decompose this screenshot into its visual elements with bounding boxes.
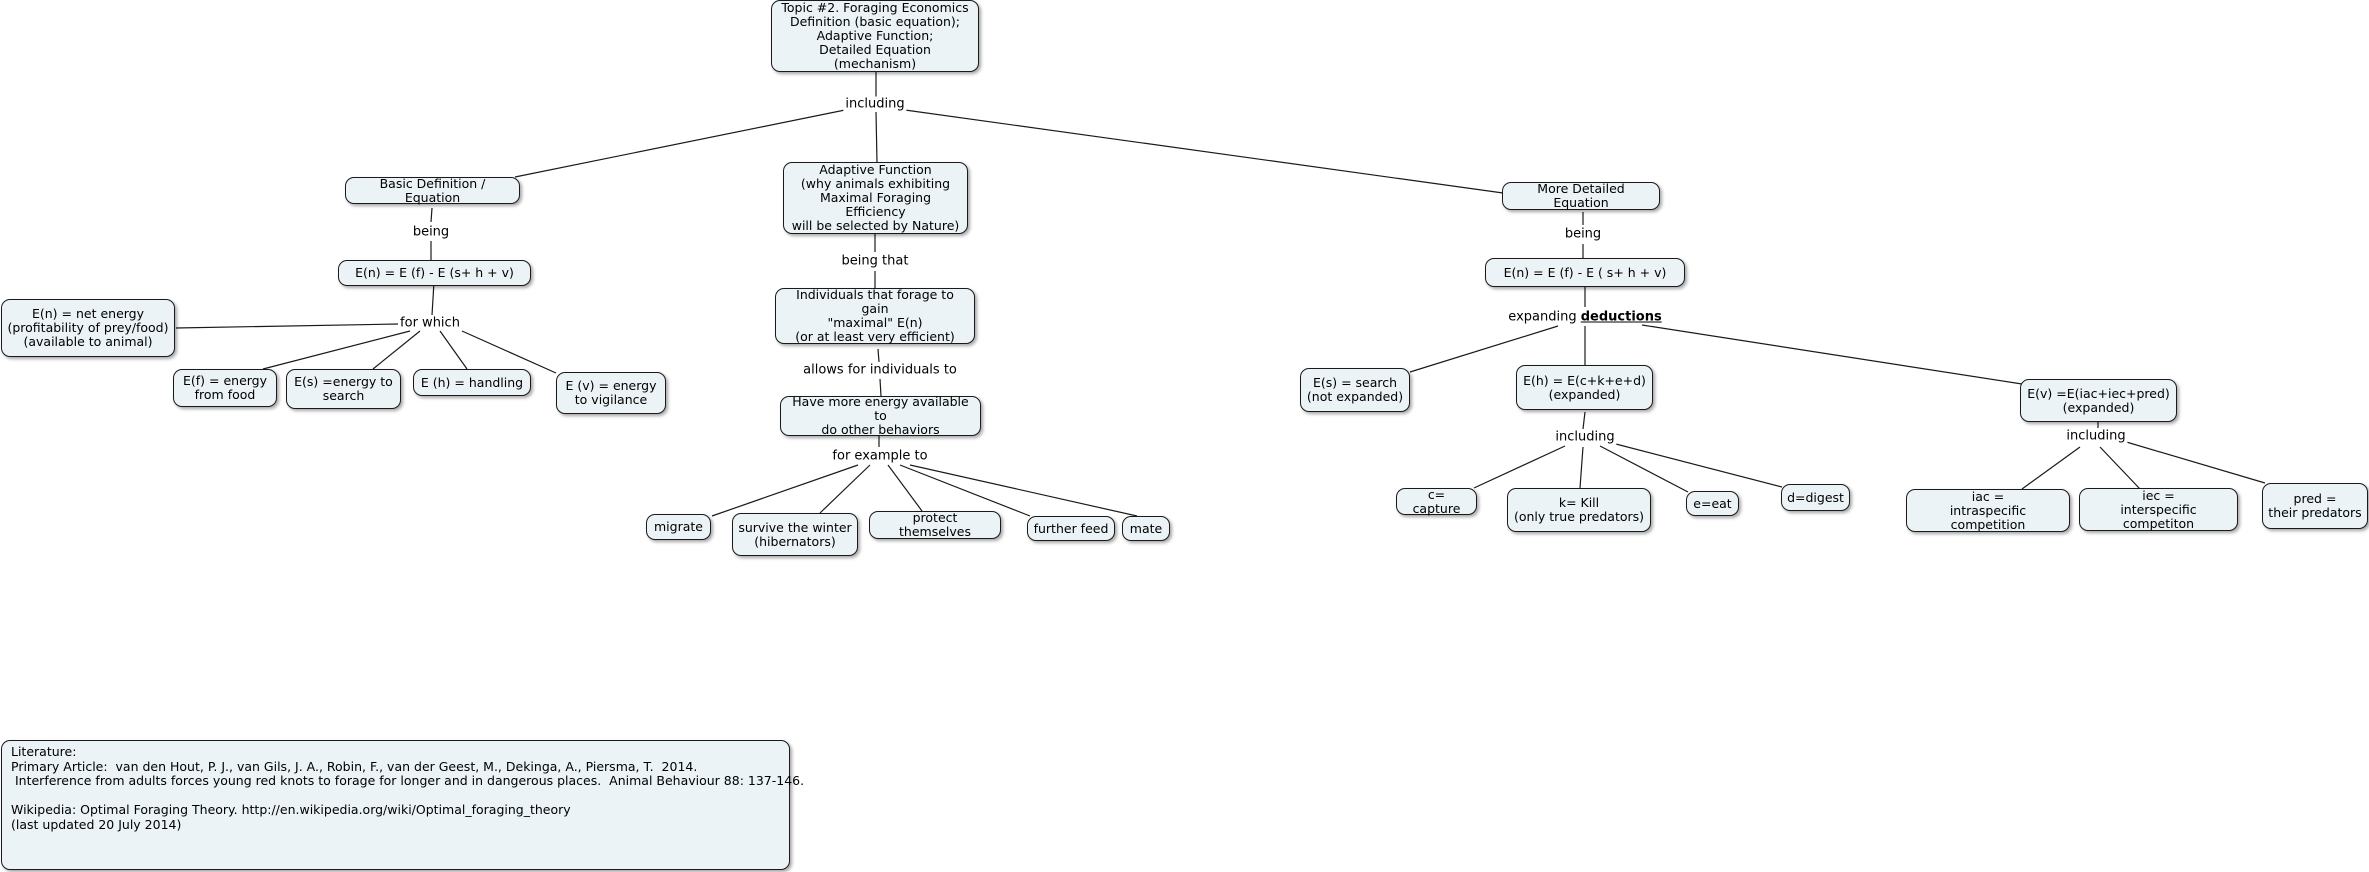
vigilance-node[interactable]: E (v) = energy to vigilance <box>556 372 666 414</box>
edge <box>1641 324 2023 385</box>
literature-heading: Literature: <box>11 744 77 759</box>
individuals-forage-node[interactable]: Individuals that forage to gain "maximal… <box>775 288 975 344</box>
survive-winter-node[interactable]: survive the winter (hibernators) <box>732 513 858 556</box>
edge <box>1582 411 1586 430</box>
edge <box>439 330 468 370</box>
energy-food-node[interactable]: E(f) = energy from food <box>173 369 277 407</box>
protect-themselves-node[interactable]: protect themselves <box>869 511 1001 539</box>
more-energy-node[interactable]: Have more energy available to do other b… <box>780 395 981 437</box>
edge <box>1473 445 1566 489</box>
link-being-detailed: being <box>1562 226 1604 242</box>
edge <box>1611 442 1783 488</box>
more-detailed-node[interactable]: More Detailed Equation <box>1502 182 1660 210</box>
edge <box>2021 446 2081 490</box>
edge <box>904 109 1504 194</box>
edge <box>430 207 433 223</box>
iac-node[interactable]: iac = intraspecific competition <box>1906 489 2070 532</box>
edge <box>879 378 882 397</box>
link-including-ev: including <box>2064 428 2128 444</box>
adaptive-function-node[interactable]: Adaptive Function (why animals exhibitin… <box>783 162 968 234</box>
edge <box>819 464 871 514</box>
digest-node[interactable]: d=digest <box>1781 484 1850 511</box>
basic-definition-node[interactable]: Basic Definition / Equation <box>345 176 520 204</box>
edge <box>372 330 421 370</box>
edge <box>514 109 846 178</box>
edge <box>1579 446 1584 489</box>
mate-node[interactable]: mate <box>1122 516 1170 541</box>
literature-box[interactable]: Literature: Primary Article: van den Hou… <box>1 740 805 870</box>
link-allows-for: allows for individuals to <box>801 362 959 378</box>
further-feed-node[interactable]: further feed <box>1027 516 1115 541</box>
edge <box>887 464 923 512</box>
capture-node[interactable]: c= capture <box>1396 487 1477 515</box>
basic-equation-node[interactable]: E(n) = E (f) - E (s+ h + v) <box>338 260 531 286</box>
eat-node[interactable]: e=eat <box>1686 491 1739 516</box>
kill-node[interactable]: k= Kill (only true predators) <box>1507 488 1651 532</box>
topic-title-node[interactable]: Topic #2. Foraging Economics Definition … <box>771 0 979 72</box>
literature-blank-line <box>11 789 780 804</box>
edge <box>875 111 878 163</box>
deductions-emphasis: deductions <box>1580 309 1662 325</box>
edge <box>175 323 399 329</box>
edge <box>262 330 411 370</box>
link-being-that: being that <box>839 253 911 269</box>
search-not-expanded-node[interactable]: E(s) = search (not expanded) <box>1300 368 1410 412</box>
energy-search-node[interactable]: E(s) =energy to search <box>286 369 401 409</box>
literature-last-updated: (last updated 20 July 2014) <box>11 816 182 832</box>
literature-primary-article: Primary Article: van den Hout, P. J., va… <box>11 758 698 774</box>
edge <box>2099 446 2141 490</box>
link-including-top: including <box>843 96 907 112</box>
detailed-equation-node[interactable]: E(n) = E (f) - E ( s+ h + v) <box>1485 258 1685 287</box>
link-for-example-to: for example to <box>830 448 930 464</box>
link-for-which: for which <box>398 315 462 331</box>
pred-node[interactable]: pred = their predators <box>2262 483 2368 529</box>
edge <box>1599 445 1689 493</box>
edge <box>1409 325 1559 373</box>
vigilance-expanded-node[interactable]: E(v) =E(iac+iec+pred) (expanded) <box>2020 379 2177 422</box>
edge <box>899 464 1031 517</box>
edge <box>909 464 1138 517</box>
migrate-node[interactable]: migrate <box>646 514 711 540</box>
edge <box>2122 440 2266 484</box>
link-including-eh: including <box>1553 429 1617 445</box>
net-energy-node[interactable]: E(n) = net energy (profitability of prey… <box>1 299 175 357</box>
edge <box>431 281 435 316</box>
handling-expanded-node[interactable]: E(h) = E(c+k+e+d) (expanded) <box>1516 365 1653 410</box>
literature-article-title: Interference from adults forces young re… <box>11 773 805 788</box>
link-being-basic: being <box>410 224 452 240</box>
edge <box>877 348 880 363</box>
edge <box>461 330 557 374</box>
link-expanding-deductions: expanding deductions <box>1506 309 1664 325</box>
literature-wikipedia: Wikipedia: Optimal Foraging Theory. http… <box>11 802 571 817</box>
handling-node[interactable]: E (h) = handling <box>413 369 531 396</box>
iec-node[interactable]: iec = interspecific competiton <box>2079 488 2238 531</box>
edge <box>711 464 859 517</box>
